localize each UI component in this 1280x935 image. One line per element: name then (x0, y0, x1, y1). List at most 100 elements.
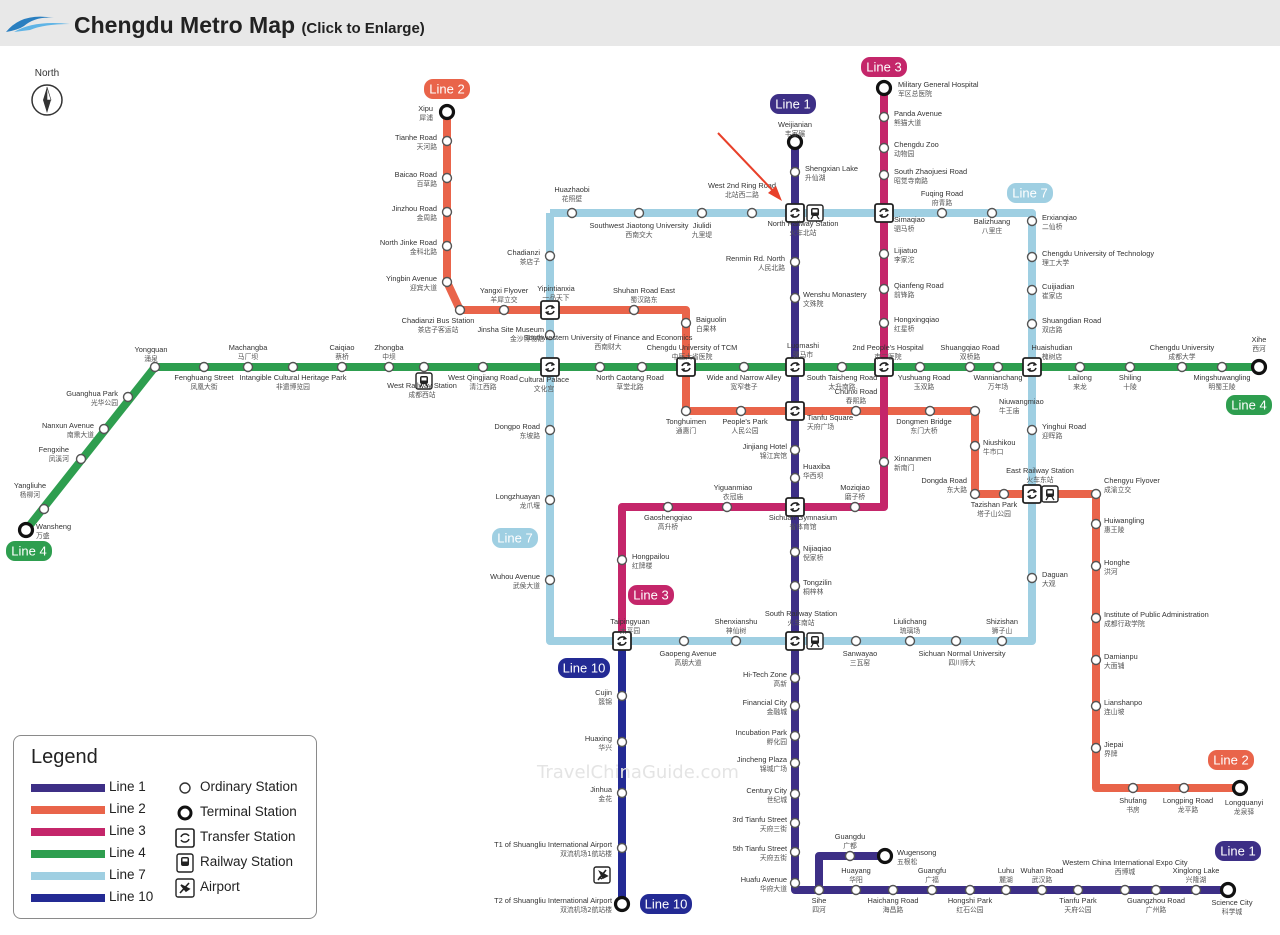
station-tianfu-park[interactable] (1072, 884, 1084, 896)
station-south-railway-station[interactable] (785, 631, 805, 651)
station-5th-tianfu-street[interactable] (789, 846, 801, 858)
line-badge-line-2[interactable]: Line 2 (1208, 750, 1254, 770)
line-badge-line-10[interactable]: Line 10 (558, 658, 610, 678)
station-yangliuhe[interactable] (38, 503, 50, 515)
station-balizhuang[interactable] (986, 207, 998, 219)
station-southwestern-university-of-finance-and-economics[interactable] (594, 361, 606, 373)
station-chadianzi-bus-station[interactable] (454, 304, 466, 316)
station-longping-road[interactable] (1178, 782, 1190, 794)
station-xihe[interactable] (1250, 358, 1268, 376)
station-north-jinke-road[interactable] (441, 240, 453, 252)
station-chengdu-university[interactable] (1176, 361, 1188, 373)
station-weijianian[interactable] (786, 133, 804, 151)
station-wansheng[interactable] (17, 521, 35, 539)
station-luomashi[interactable] (785, 357, 805, 377)
station-yongquan[interactable] (149, 361, 161, 373)
station-century-city[interactable] (789, 788, 801, 800)
station-jiulidi[interactable] (696, 207, 708, 219)
station-dongmen-bridge[interactable] (924, 405, 936, 417)
station-taipingyuan[interactable] (612, 631, 632, 651)
station-cujin[interactable] (616, 690, 628, 702)
station-tianhe-road[interactable] (441, 135, 453, 147)
station-longquanyi[interactable] (1231, 779, 1249, 797)
station-tianfu-square[interactable] (785, 401, 805, 421)
station-west-2nd-ring-road[interactable] (746, 207, 758, 219)
station-sanwayao[interactable] (850, 635, 862, 647)
station-shufang[interactable] (1127, 782, 1139, 794)
line-badge-line-2[interactable]: Line 2 (424, 79, 470, 99)
station-north-caotang-road[interactable] (636, 361, 648, 373)
station-chadianzi[interactable] (544, 250, 556, 262)
station-science-city[interactable] (1219, 881, 1237, 899)
line-badge-line-1[interactable]: Line 1 (770, 94, 816, 114)
station-sichuan-gymnasium[interactable] (785, 497, 805, 517)
station-lailong[interactable] (1074, 361, 1086, 373)
station-people-s-park[interactable] (735, 405, 747, 417)
station-jiepai[interactable] (1090, 742, 1102, 754)
station-hi-tech-zone[interactable] (789, 672, 801, 684)
line-badge-line-4[interactable]: Line 4 (1226, 395, 1272, 415)
station-mingshuwangling[interactable] (1216, 361, 1228, 373)
station-guangdu[interactable] (844, 850, 856, 862)
station-zhongba[interactable] (383, 361, 395, 373)
station-luhu[interactable] (1000, 884, 1012, 896)
station-tongzilin[interactable] (789, 580, 801, 592)
station-chengdu-university-of-technology[interactable] (1026, 251, 1038, 263)
line-badge-line-10[interactable]: Line 10 (640, 894, 692, 914)
station-chengdu-university-of-tcm[interactable] (676, 357, 696, 377)
station-honghe[interactable] (1090, 560, 1102, 572)
station-yingbin-avenue[interactable] (441, 276, 453, 288)
station-cuijiadian[interactable] (1026, 284, 1038, 296)
station-damianpu[interactable] (1090, 654, 1102, 666)
station-lijiatuo[interactable] (878, 248, 890, 260)
station-shuhan-road-east[interactable] (628, 304, 640, 316)
station-huafu-avenue[interactable] (789, 877, 801, 889)
station-chunxi-road[interactable] (850, 405, 862, 417)
station-shenxianshu[interactable] (730, 635, 742, 647)
station-shuangdian-road[interactable] (1026, 318, 1038, 330)
station-machangba[interactable] (242, 361, 254, 373)
station-north-railway-station[interactable] (785, 203, 805, 223)
station-wuhan-road[interactable] (1036, 884, 1048, 896)
station-baiguolin[interactable] (680, 317, 692, 329)
station-south-zhaojuesi-road[interactable] (878, 169, 890, 181)
station-incubation-park[interactable] (789, 730, 801, 742)
station-jincheng-plaza[interactable] (789, 757, 801, 769)
station-t1-of-shuangliu-international-airport[interactable] (616, 842, 628, 854)
station-guangfu[interactable] (926, 884, 938, 896)
line-badge-line-7[interactable]: Line 7 (492, 528, 538, 548)
station-shiling[interactable] (1124, 361, 1136, 373)
station-shizishan[interactable] (996, 635, 1008, 647)
station-fenghuang-street[interactable] (198, 361, 210, 373)
station-yangxi-flyover[interactable] (498, 304, 510, 316)
station-caiqiao[interactable] (336, 361, 348, 373)
station-fengxihe[interactable] (75, 453, 87, 465)
line-badge-line-7[interactable]: Line 7 (1007, 183, 1053, 203)
station-west-railway-station[interactable] (418, 361, 430, 373)
station-nanxun-avenue[interactable] (98, 423, 110, 435)
station-3rd-tianfu-street[interactable] (789, 817, 801, 829)
station-xinglong-lake[interactable] (1190, 884, 1202, 896)
station-sihe[interactable] (813, 884, 825, 896)
station-east-railway-station[interactable] (1022, 484, 1042, 504)
page-title[interactable]: Chengdu Metro Map (Click to Enlarge) (74, 12, 425, 39)
station-south-taisheng-road[interactable] (836, 361, 848, 373)
station-xipu[interactable] (438, 103, 456, 121)
station-fuqing-road[interactable] (936, 207, 948, 219)
station-dongpo-road[interactable] (544, 424, 556, 436)
station-southwest-jiaotong-university[interactable] (633, 207, 645, 219)
station-cultural-palace[interactable] (540, 357, 560, 377)
line-badge-line-3[interactable]: Line 3 (628, 585, 674, 605)
station-huaishudian[interactable] (1022, 357, 1042, 377)
station-hongxingqiao[interactable] (878, 317, 890, 329)
station-tazishan-park[interactable] (998, 488, 1010, 500)
station-panda-avenue[interactable] (878, 111, 890, 123)
station-shengxian-lake[interactable] (789, 166, 801, 178)
station-moziqiao[interactable] (849, 501, 861, 513)
station-lianshanpo[interactable] (1090, 700, 1102, 712)
station-guangzhou-road[interactable] (1150, 884, 1162, 896)
station-baicao-road[interactable] (441, 172, 453, 184)
station-financial-city[interactable] (789, 700, 801, 712)
station-2nd-people-s-hospital[interactable] (874, 357, 894, 377)
station-west-qingjiang-road[interactable] (477, 361, 489, 373)
